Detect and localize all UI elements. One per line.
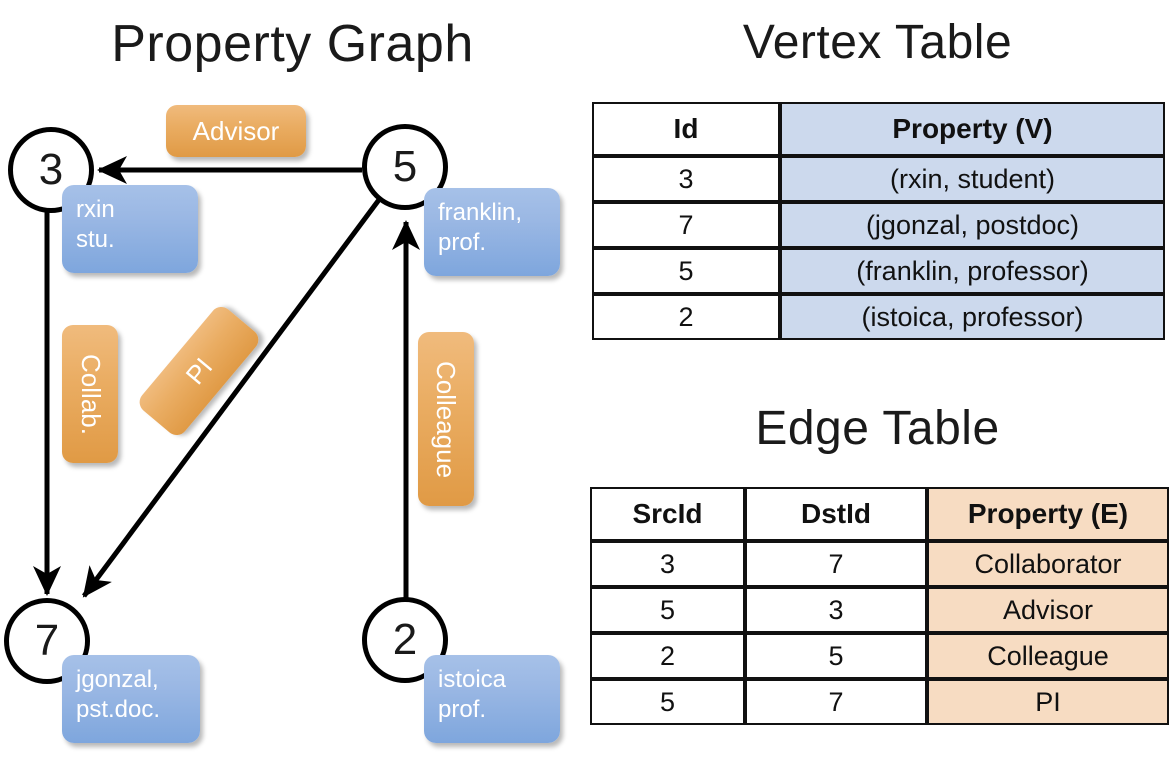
vertex-property-box-istoica: istoica prof. xyxy=(424,655,560,743)
graph-node-7-label: 7 xyxy=(34,616,60,665)
graph-node-3-label: 3 xyxy=(38,145,64,194)
vertex-property-rxin-line2: stu. xyxy=(76,226,115,253)
vertex-property-franklin-line2: prof. xyxy=(438,229,487,256)
page-title-vertex-table: Vertex Table xyxy=(742,16,1013,69)
table-row: 2 5 Colleague xyxy=(590,633,1169,679)
graph-node-5[interactable]: 5 xyxy=(362,124,448,210)
edge-label-collab: Collab. xyxy=(62,325,118,463)
vertex-cell-property: (jgonzal, postdoc) xyxy=(780,202,1165,248)
table-row: 5 3 Advisor xyxy=(590,587,1169,633)
edge-table: SrcId DstId Property (E) 3 7 Collaborato… xyxy=(590,487,1169,725)
edge-label-colleague: Colleague xyxy=(418,332,474,506)
table-row: 2 (istoica, professor) xyxy=(592,294,1165,340)
edge-cell-srcid: 5 xyxy=(590,587,745,633)
vertex-table: Id Property (V) 3 (rxin, student) 7 (jgo… xyxy=(592,102,1165,340)
page-title-edge-table: Edge Table xyxy=(755,402,1000,455)
table-row: 5 (franklin, professor) xyxy=(592,248,1165,294)
table-row: 5 7 PI xyxy=(590,679,1169,725)
vertex-property-franklin-line1: franklin, xyxy=(438,199,523,226)
vertex-cell-id: 3 xyxy=(592,156,780,202)
edge-cell-srcid: 2 xyxy=(590,633,745,679)
edge-cell-dstid: 3 xyxy=(745,587,927,633)
vertex-cell-id: 5 xyxy=(592,248,780,294)
graph-node-5-label: 5 xyxy=(392,142,418,191)
edge-label-advisor-text: Advisor xyxy=(192,115,280,146)
vertex-property-jgonzal-line2: pst.doc. xyxy=(76,696,161,723)
vertex-property-istoica-line1: istoica xyxy=(438,666,507,693)
edge-label-pi-text: PI xyxy=(179,351,219,390)
vertex-property-istoica-line2: prof. xyxy=(438,696,487,723)
vertex-cell-property: (rxin, student) xyxy=(780,156,1165,202)
vertex-cell-id: 2 xyxy=(592,294,780,340)
property-graph-diagram: 3 5 7 2 rxin stu. franklin, prof. jgonza… xyxy=(4,105,560,743)
table-row: 3 (rxin, student) xyxy=(592,156,1165,202)
vertex-property-box-franklin: franklin, prof. xyxy=(424,188,560,276)
table-row: 3 7 Collaborator xyxy=(590,541,1169,587)
vertex-property-jgonzal-line1: jgonzal, xyxy=(76,666,159,693)
edge-table-header-srcid: SrcId xyxy=(590,487,745,541)
edge-cell-srcid: 5 xyxy=(590,679,745,725)
vertex-table-header-row: Id Property (V) xyxy=(592,102,1165,156)
edge-cell-dstid: 5 xyxy=(745,633,927,679)
edge-cell-srcid: 3 xyxy=(590,541,745,587)
graph-node-2-label: 2 xyxy=(392,615,418,664)
edge-label-collab-text: Collab. xyxy=(75,353,106,435)
edge-label-colleague-text: Colleague xyxy=(431,360,462,478)
vertex-cell-id: 7 xyxy=(592,202,780,248)
edge-cell-property: Advisor xyxy=(927,587,1169,633)
graph-node-2[interactable]: 2 xyxy=(362,597,448,683)
edge-arrow-pi xyxy=(81,195,384,598)
vertex-cell-property: (istoica, professor) xyxy=(780,294,1165,340)
edge-table-header-dstid: DstId xyxy=(745,487,927,541)
edge-cell-property: PI xyxy=(927,679,1169,725)
vertex-property-rxin-line1: rxin xyxy=(76,196,115,223)
vertex-property-box-jgonzal: jgonzal, pst.doc. xyxy=(62,655,200,743)
vertex-property-box-rxin: rxin stu. xyxy=(62,185,198,273)
edge-cell-property: Collaborator xyxy=(927,541,1169,587)
edge-table-header-row: SrcId DstId Property (E) xyxy=(590,487,1169,541)
edge-cell-property: Colleague xyxy=(927,633,1169,679)
edge-label-advisor: Advisor xyxy=(166,105,306,157)
edge-cell-dstid: 7 xyxy=(745,679,927,725)
edge-table-header-property: Property (E) xyxy=(927,487,1169,541)
page-title-property-graph: Property Graph xyxy=(111,15,474,73)
graph-edge-arrows xyxy=(33,156,420,600)
table-row: 7 (jgonzal, postdoc) xyxy=(592,202,1165,248)
vertex-cell-property: (franklin, professor) xyxy=(780,248,1165,294)
vertex-table-header-property: Property (V) xyxy=(780,102,1165,156)
vertex-table-header-id: Id xyxy=(592,102,780,156)
edge-cell-dstid: 7 xyxy=(745,541,927,587)
